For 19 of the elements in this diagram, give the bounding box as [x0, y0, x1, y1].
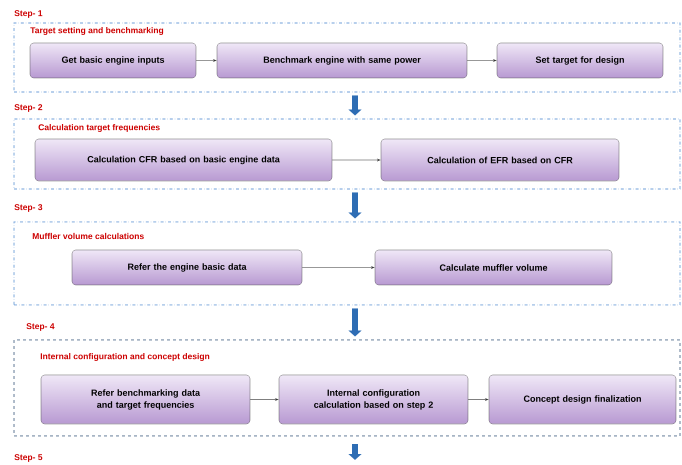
process-box: Concept design finalization	[488, 374, 676, 424]
band-heading: Target setting and benchmarking	[30, 27, 164, 35]
process-box: Set target for design	[496, 42, 664, 78]
process-box: Refer benchmarking data and target frequencies	[40, 374, 250, 424]
process-box: Internal configuration calculation based on step 2	[278, 374, 468, 424]
step-label: Step- 3	[14, 204, 42, 212]
band-heading: Internal configuration and concept design	[40, 353, 210, 361]
process-box: Benchmark engine with same power	[216, 42, 468, 78]
process-box: Calculation CFR based on basic engine data	[34, 138, 332, 182]
step-label: Step- 4	[26, 323, 54, 331]
process-box: Refer the engine basic data	[72, 250, 302, 286]
band-heading: Muffler volume calculations	[32, 232, 144, 240]
step-label: Step- 2	[14, 104, 42, 112]
step-label: Step- 5	[14, 454, 42, 462]
process-box: Calculate muffler volume	[374, 250, 612, 286]
band-heading: Calculation target frequencies	[38, 124, 160, 132]
step-label: Step- 1	[14, 10, 42, 18]
process-box: Calculation of EFR based on CFR	[380, 138, 620, 182]
process-box: Get basic engine inputs	[30, 42, 196, 78]
